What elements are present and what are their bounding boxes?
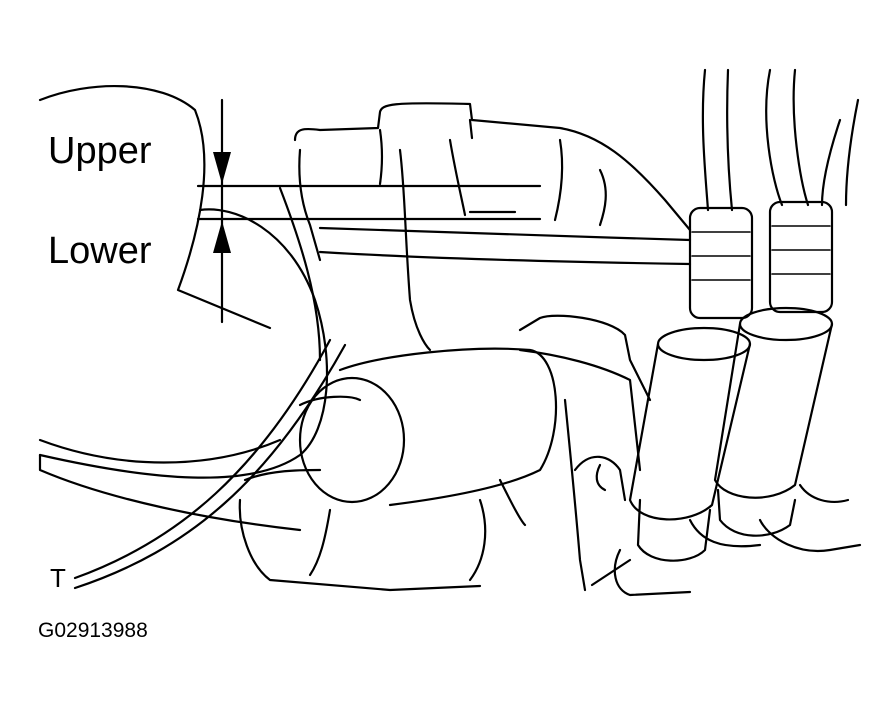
motor-body (38, 453, 487, 592)
figure-code: G02913988 (38, 619, 148, 642)
upper-housing (293, 102, 692, 352)
up-arrow-icon (213, 221, 231, 253)
down-arrow-icon (213, 152, 231, 184)
sensor-cylinders (628, 306, 834, 562)
brake-hoses (701, 68, 860, 212)
level-lines (196, 184, 542, 221)
level-arrows (213, 98, 231, 324)
lower-fittings (590, 483, 862, 597)
hose-fittings (688, 200, 834, 320)
upper-label: Upper (48, 130, 152, 172)
pump-body (498, 314, 652, 592)
connector-cylinder (298, 347, 558, 507)
lower-label: Lower (48, 230, 152, 272)
tube-label: T (50, 563, 66, 593)
tube-t (73, 338, 347, 590)
reservoir-tank (38, 84, 329, 479)
